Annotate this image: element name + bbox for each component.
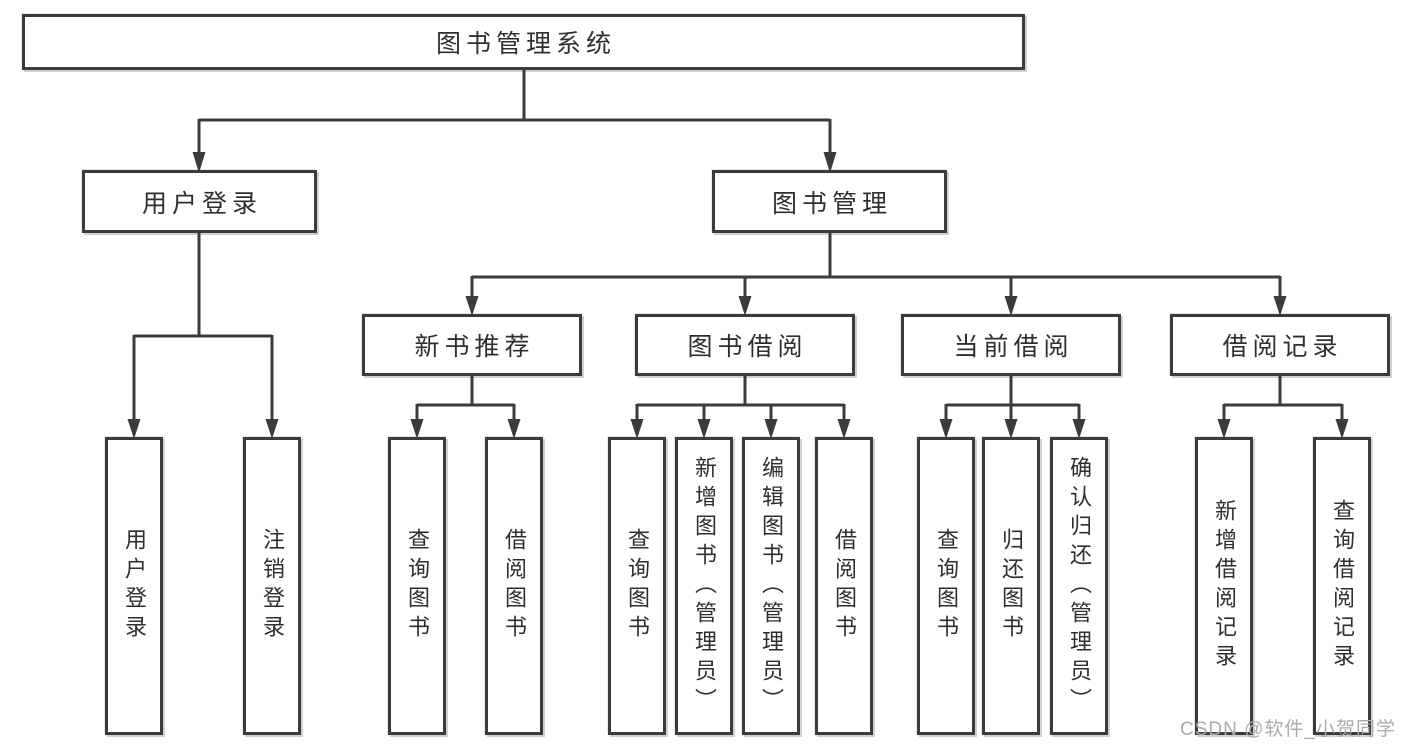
leaf-confirm-return-admin-label: 确认归还（管理员） [1067, 455, 1092, 717]
leaf-edit-books-admin-label: 编辑图书（管理员） [759, 455, 784, 717]
node-borrow-records-label: 借阅记录 [1222, 333, 1343, 361]
leaf-query-borrow-record: 查询借阅记录 [1313, 437, 1371, 735]
leaf-logout: 注销登录 [243, 437, 301, 735]
node-root: 图书管理系统 [22, 14, 1025, 70]
leaf-user-login: 用户登录 [105, 437, 163, 735]
leaf-confirm-return-admin: 确认归还（管理员） [1050, 437, 1108, 735]
leaf-borrow-books-2: 借阅图书 [815, 437, 873, 735]
leaf-borrow-books-1: 借阅图书 [485, 437, 543, 735]
leaf-query-books-3-label: 查询图书 [934, 528, 959, 644]
csdn-watermark: CSDN @软件_小贺同学 [1180, 719, 1396, 740]
leaf-borrow-books-2-label: 借阅图书 [832, 528, 857, 644]
leaf-query-books-1-label: 查询图书 [405, 528, 430, 644]
node-book-management: 图书管理 [712, 170, 947, 233]
leaf-return-books: 归还图书 [982, 437, 1040, 735]
node-new-book-recommend-label: 新书推荐 [414, 333, 535, 361]
leaf-add-borrow-record-label: 新增借阅记录 [1212, 499, 1237, 673]
leaf-query-books-2: 查询图书 [608, 437, 666, 735]
leaf-logout-label: 注销登录 [260, 528, 285, 644]
leaf-add-books-admin-label: 新增图书（管理员） [692, 455, 717, 717]
node-new-book-recommend: 新书推荐 [362, 314, 582, 376]
leaf-user-login-label: 用户登录 [122, 528, 147, 644]
node-current-borrow-label: 当前借阅 [953, 333, 1074, 361]
leaf-query-books-3: 查询图书 [917, 437, 975, 735]
leaf-query-borrow-record-label: 查询借阅记录 [1330, 499, 1355, 673]
node-book-management-label: 图书管理 [771, 189, 892, 218]
node-current-borrow: 当前借阅 [901, 314, 1121, 376]
node-user-login-label: 用户登录 [141, 189, 262, 218]
node-user-login: 用户登录 [82, 170, 317, 233]
node-root-label: 图书管理系统 [435, 30, 616, 58]
node-book-borrow-label: 图书借阅 [687, 333, 808, 361]
leaf-borrow-books-1-label: 借阅图书 [502, 528, 527, 644]
leaf-query-books-1: 查询图书 [388, 437, 446, 735]
leaf-query-books-2-label: 查询图书 [625, 528, 650, 644]
node-book-borrow: 图书借阅 [635, 314, 855, 376]
node-borrow-records: 借阅记录 [1170, 314, 1390, 376]
leaf-add-books-admin: 新增图书（管理员） [675, 437, 733, 735]
leaf-edit-books-admin: 编辑图书（管理员） [742, 437, 800, 735]
leaf-return-books-label: 归还图书 [999, 528, 1024, 644]
leaf-add-borrow-record: 新增借阅记录 [1195, 437, 1253, 735]
